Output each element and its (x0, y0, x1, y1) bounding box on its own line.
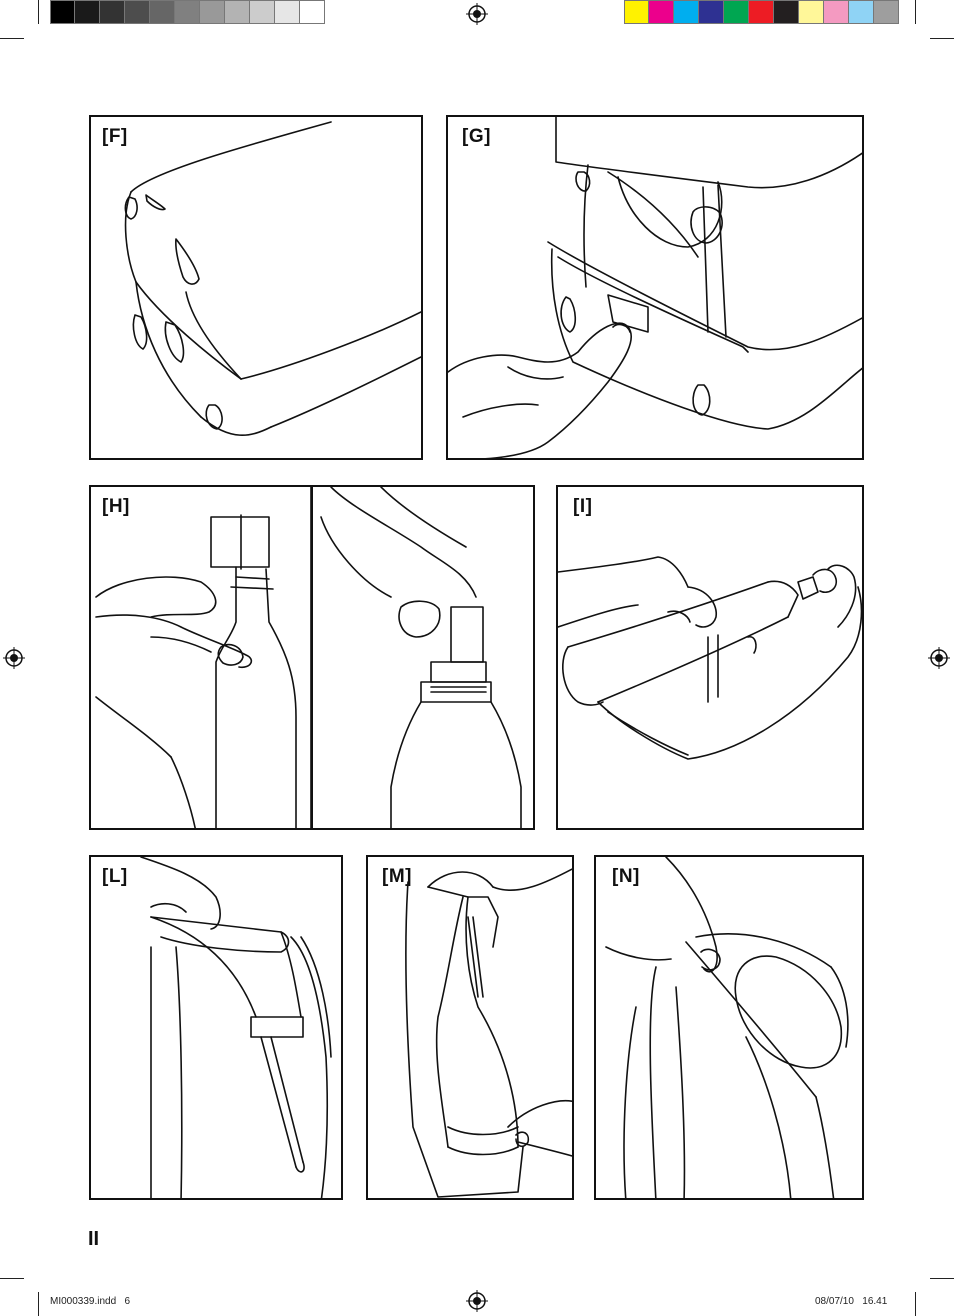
gray-color-bar (50, 0, 325, 26)
crop-mark (930, 38, 954, 39)
crop-mark (915, 0, 916, 24)
panel-label-n: [N] (612, 866, 640, 887)
cylinder-insert-illustration (558, 556, 862, 760)
bottle-cap-illustration (95, 487, 522, 828)
crop-mark (915, 1292, 916, 1316)
gray-swatch (150, 0, 175, 24)
crop-mark (38, 0, 39, 24)
color-swatch (724, 0, 749, 24)
illustration-panel-i: [I] (556, 485, 864, 830)
slug-filename: MI000339.indd 6 (50, 1296, 131, 1307)
gray-swatch (175, 0, 200, 24)
color-swatch (749, 0, 774, 24)
gray-swatch (75, 0, 100, 24)
crop-mark (0, 38, 24, 39)
color-swatch (624, 0, 649, 24)
illustration-panel-g: [G] (446, 115, 864, 460)
bottle-remove-illustration (140, 857, 332, 1198)
color-swatch (824, 0, 849, 24)
illustration-panel-n: [N] (594, 855, 864, 1200)
illustration-panel-m: [M] (366, 855, 574, 1200)
gray-swatch (50, 0, 75, 24)
color-swatch (699, 0, 724, 24)
panel-h-divider (311, 487, 313, 828)
page-number: II (88, 1228, 100, 1250)
color-swatch (799, 0, 824, 24)
panel-label-l: [L] (102, 866, 128, 887)
registration-mark-icon (466, 1290, 488, 1312)
color-swatch (674, 0, 699, 24)
panel-label-f: [F] (102, 126, 128, 147)
registration-mark-icon (3, 647, 25, 669)
gray-swatch (300, 0, 325, 24)
gray-swatch (200, 0, 225, 24)
gray-swatch (275, 0, 300, 24)
panel-label-g: [G] (462, 126, 491, 147)
device-grip-illustration (605, 857, 849, 1198)
gray-swatch (225, 0, 250, 24)
color-swatch (874, 0, 899, 24)
gray-swatch (250, 0, 275, 24)
crop-mark (38, 1292, 39, 1316)
illustration-panel-f: [F] (89, 115, 423, 460)
registration-mark-icon (928, 647, 950, 669)
slug-date: 08/07/10 16.41 (815, 1296, 888, 1307)
crop-mark (930, 1278, 954, 1279)
panel-label-m: [M] (382, 866, 412, 887)
gray-swatch (125, 0, 150, 24)
illustration-panel-l: [L] (89, 855, 343, 1200)
color-swatch (849, 0, 874, 24)
panel-label-h: [H] (102, 496, 130, 517)
color-swatch (774, 0, 799, 24)
registration-mark-icon (466, 3, 488, 25)
bottle-carry-illustration (405, 868, 572, 1198)
illustration-panel-h: [H] (89, 485, 535, 830)
color-swatch (649, 0, 674, 24)
device-button-press-illustration (448, 117, 862, 458)
gray-swatch (100, 0, 125, 24)
crop-mark (0, 1278, 24, 1279)
device-top-illustration (124, 121, 421, 436)
process-color-bar (624, 0, 899, 26)
panel-label-i: [I] (573, 496, 593, 517)
